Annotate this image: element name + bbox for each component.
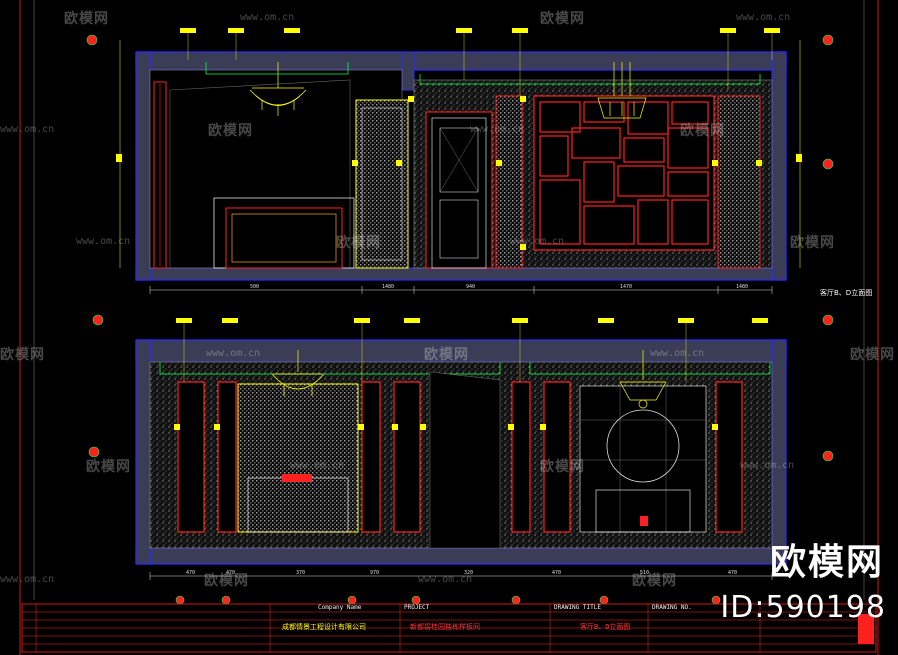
title-drawing-header: DRAWING TITLE [554, 604, 601, 611]
watermark-url: www.om.cn [290, 460, 345, 471]
watermark-brand: 欧模网 [632, 573, 677, 589]
watermark-url: www.om.cn [650, 348, 705, 359]
title-company-header: Company Name [318, 604, 362, 611]
watermark-brand: 欧模网 [64, 11, 109, 27]
annotation-tags [86, 28, 834, 605]
dim-bottom-1: 470 [186, 570, 195, 576]
watermark-url: www.om.cn [0, 574, 55, 585]
watermark-brand: 欧模网 [208, 123, 253, 139]
watermark-brand: 欧模网 [336, 235, 381, 251]
dim-top-2: 1480 [382, 284, 394, 290]
drawing-frame [19, 0, 879, 655]
dim-bottom-2: 470 [226, 570, 235, 576]
title-project-header: PROJECT [404, 604, 430, 611]
watermark-url: www.om.cn [418, 574, 473, 585]
watermark-brand: 欧模网 [540, 459, 585, 475]
watermark-brand: 欧模网 [86, 459, 131, 475]
watermark-brand: 欧模网 [0, 347, 45, 363]
brand-logo: 欧模网 [769, 542, 884, 583]
title-project: 新都碧桂园独栋样板间 [410, 623, 480, 631]
elevation-top: 500 1480 940 1470 1480 [116, 40, 802, 294]
dim-bottom-7: 510 [640, 570, 649, 576]
watermark-url: www.om.cn [76, 236, 131, 247]
dim-bottom-4: 970 [370, 570, 379, 576]
dim-top-4: 1470 [620, 284, 632, 290]
dim-top-5: 1480 [736, 284, 748, 290]
watermark-brand: 欧模网 [424, 347, 469, 363]
watermark-url: www.om.cn [736, 12, 791, 23]
dim-bottom-8: 470 [728, 570, 737, 576]
title-drawing-no-header: DRAWING NO. [652, 604, 692, 611]
dim-bottom-6: 470 [552, 570, 561, 576]
watermark-url: www.om.cn [510, 236, 565, 247]
watermark-brand: 欧模网 [790, 235, 835, 251]
view-label-top: 客厅B、D立面图 [820, 289, 873, 297]
dim-top-3: 940 [466, 284, 475, 290]
dim-top-1: 500 [250, 284, 259, 290]
watermark-brand: 欧模网 [680, 123, 725, 139]
watermark-url: www.om.cn [240, 12, 295, 23]
watermark-url: www.om.cn [206, 348, 261, 359]
title-drawing-title: 客厅B、D立面图 [580, 623, 631, 631]
drawing-frame-inner [33, 0, 865, 600]
dim-bottom-3: 370 [296, 570, 305, 576]
watermark-url: www.om.cn [470, 124, 525, 135]
watermark-url: www.om.cn [0, 124, 55, 135]
watermark-brand: 欧模网 [540, 11, 585, 27]
dim-bottom-5: 320 [464, 570, 473, 576]
watermark-url: www.om.cn [740, 460, 795, 471]
title-company: 成都情景工程设计有限公司 [282, 623, 366, 631]
elevation-bottom: 470 470 370 970 320 470 510 470 [135, 339, 787, 580]
watermark-brand: 欧模网 [204, 573, 249, 589]
title-block [21, 603, 877, 653]
brand-id: ID:590198 [720, 590, 886, 625]
watermark-brand: 欧模网 [850, 347, 895, 363]
